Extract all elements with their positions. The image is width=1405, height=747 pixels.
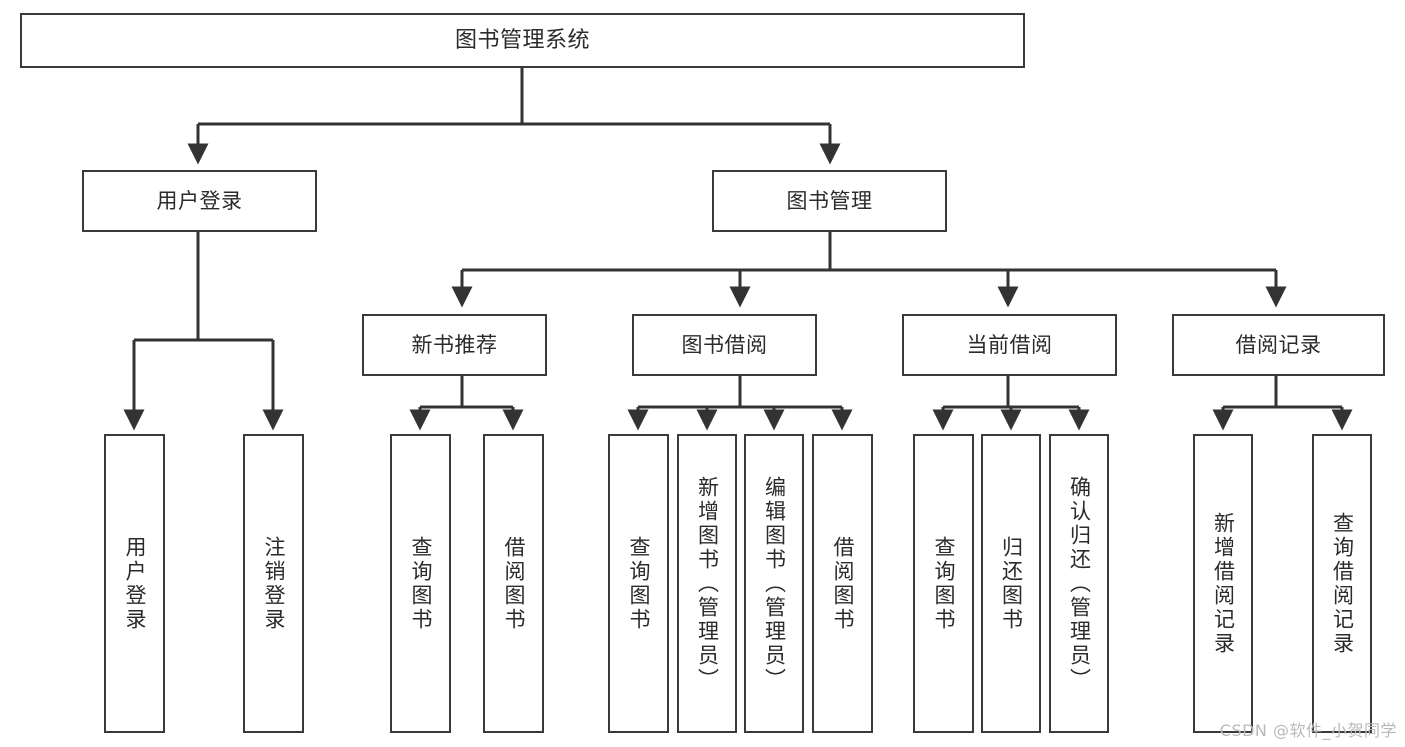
node-label: 新书推荐 [411,332,498,357]
edges-root-to-level2 [187,68,841,165]
leaf-logout[interactable]: 注销登录 [243,434,304,733]
node-label: 借阅图书 [502,535,526,632]
node-book-manage[interactable]: 图书管理 [712,170,947,232]
edges-borrowrecord-to-leaves [1212,376,1353,431]
node-label: 查询借阅记录 [1330,511,1355,656]
leaf-query-book-borrow[interactable]: 查询图书 [608,434,669,733]
leaf-edit-book-admin[interactable]: 编辑图书（管理员） [744,434,804,733]
node-user-login[interactable]: 用户登录 [82,170,317,232]
node-label: 确认归还（管理员） [1067,475,1092,692]
node-label: 图书管理 [786,188,873,213]
leaf-query-borrow-record[interactable]: 查询借阅记录 [1312,434,1372,733]
node-borrow-record[interactable]: 借阅记录 [1172,314,1385,376]
node-label: 注销登录 [262,535,286,632]
node-root-system[interactable]: 图书管理系统 [20,13,1025,68]
node-label: 借阅图书 [831,535,855,632]
edges-currentborrow-to-leaves [932,376,1090,431]
edges-newbook-to-leaves [409,376,524,431]
node-label: 图书管理系统 [454,27,590,53]
edges-bookborrow-to-leaves [627,376,853,431]
leaf-borrow-book-recommend[interactable]: 借阅图书 [483,434,544,733]
leaf-user-login[interactable]: 用户登录 [104,434,165,733]
node-label: 用户登录 [156,188,243,213]
watermark-text: CSDN @软件_小贺同学 [1219,721,1397,740]
leaf-query-book-current[interactable]: 查询图书 [913,434,974,733]
leaf-add-book-admin[interactable]: 新增图书（管理员） [677,434,737,733]
leaf-add-borrow-record[interactable]: 新增借阅记录 [1193,434,1253,733]
node-label: 新增图书（管理员） [695,475,720,692]
leaf-confirm-return-admin[interactable]: 确认归还（管理员） [1049,434,1109,733]
node-label: 用户登录 [123,535,147,632]
node-current-borrow[interactable]: 当前借阅 [902,314,1117,376]
edges-bookmanage-to-level3 [451,232,1287,308]
node-label: 查询图书 [932,535,956,632]
node-label: 编辑图书（管理员） [762,475,787,692]
node-book-borrow[interactable]: 图书借阅 [632,314,817,376]
leaf-return-book[interactable]: 归还图书 [981,434,1041,733]
node-new-book-recommend[interactable]: 新书推荐 [362,314,547,376]
node-label: 新增借阅记录 [1211,511,1236,656]
leaf-query-book-recommend[interactable]: 查询图书 [390,434,451,733]
node-label: 归还图书 [999,535,1024,632]
leaf-borrow-book[interactable]: 借阅图书 [812,434,873,733]
node-label: 借阅记录 [1235,332,1322,357]
node-label: 查询图书 [627,535,651,632]
node-label: 查询图书 [409,535,433,632]
edges-userlogin-to-leaves [123,232,284,431]
node-label: 当前借阅 [966,332,1053,357]
node-label: 图书借阅 [681,332,768,357]
